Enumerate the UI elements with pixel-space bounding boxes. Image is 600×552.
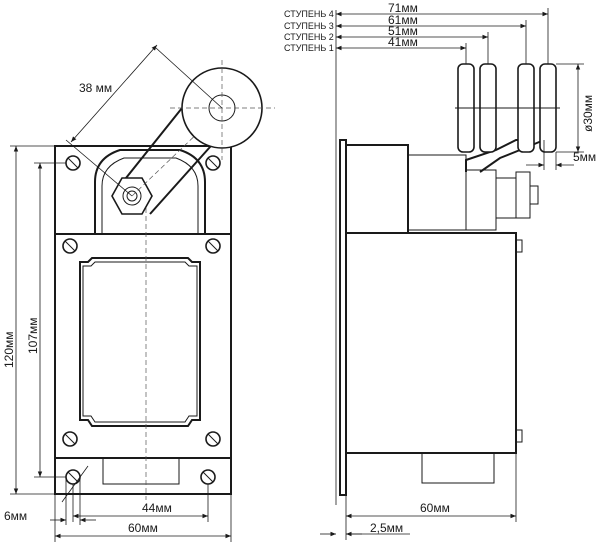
dim-roller-diameter: ø30мм <box>556 63 595 153</box>
step-2-label: СТУПЕНЬ 2 <box>284 32 334 42</box>
depth-label: 60мм <box>420 501 450 515</box>
base-block <box>421 452 495 484</box>
step-3-label: СТУПЕНЬ 3 <box>284 21 334 31</box>
step-4-label: СТУПЕНЬ 4 <box>284 9 334 19</box>
dim-lever-length: 38 мм <box>65 44 223 197</box>
step-1-value: 41мм <box>388 35 418 49</box>
lever-length-label: 38 мм <box>79 81 112 95</box>
head-block <box>345 144 409 234</box>
height-outer-label: 120мм <box>2 331 16 368</box>
dim-flange: 2,5мм <box>320 521 410 537</box>
step-dimensions: СТУПЕНЬ 4 СТУПЕНЬ 3 СТУПЕНЬ 2 СТУПЕНЬ 1 … <box>284 1 549 505</box>
shaft <box>465 169 497 231</box>
dim-width-total: 60мм <box>54 494 232 542</box>
roller-offset-label: 5мм <box>573 150 596 164</box>
dim-height-outer: 120мм <box>2 145 55 495</box>
step-3-value: 61мм <box>388 13 418 27</box>
step-4-value: 71мм <box>388 1 418 15</box>
height-inner-label: 107мм <box>26 317 40 354</box>
width-holes-label: 44мм <box>142 501 172 515</box>
dim-offset: 6мм <box>4 465 96 525</box>
side-view: СТУПЕНЬ 4 СТУПЕНЬ 3 СТУПЕНЬ 2 СТУПЕНЬ 1 … <box>284 1 596 540</box>
body-block <box>345 232 517 454</box>
dim-width-holes: 44мм <box>72 484 209 522</box>
dim-roller-offset: 5мм <box>526 140 596 170</box>
front-view: 38 мм 120мм 107мм 44мм 60мм <box>2 44 275 542</box>
step-1-label: СТУПЕНЬ 1 <box>284 43 334 53</box>
rollers <box>455 63 560 153</box>
dim-depth: 60мм <box>345 453 517 540</box>
flange-label: 2,5мм <box>370 521 403 535</box>
main-body <box>54 233 232 459</box>
offset-label: 6мм <box>4 509 27 523</box>
roller-diameter-label: ø30мм <box>581 95 595 132</box>
base-plate <box>54 457 232 495</box>
step-2-value: 51мм <box>388 24 418 38</box>
dim-height-inner: 107мм <box>26 162 66 478</box>
width-total-label: 60мм <box>128 521 158 535</box>
